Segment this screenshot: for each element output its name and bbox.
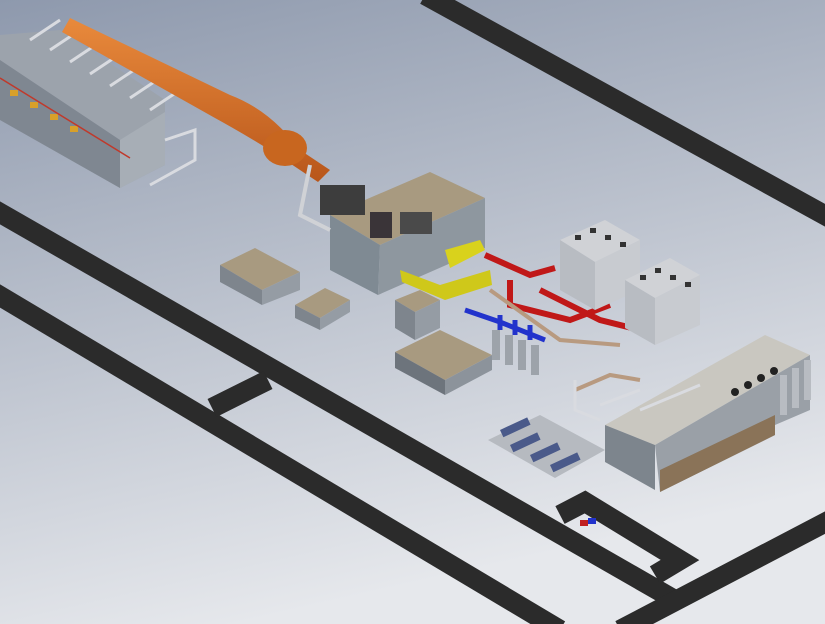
- duct-bulge: [263, 130, 307, 166]
- cooling-unit-2: [625, 258, 700, 345]
- road-connector: [207, 371, 273, 417]
- tan-pipes: [488, 288, 641, 392]
- tank-array: [488, 415, 605, 478]
- marker-blue: [588, 518, 596, 524]
- pipes-right: [573, 380, 701, 422]
- pipe-rack-left: [29, 18, 197, 187]
- marker-red: [580, 520, 588, 526]
- right-building: [605, 335, 810, 492]
- road-loop: [555, 490, 700, 584]
- small-building-2: [295, 288, 350, 330]
- blue-pipes: [464, 307, 546, 343]
- central-building: [297, 164, 485, 295]
- road-lower-right: [615, 511, 825, 624]
- road-upper: [420, 0, 825, 227]
- stacked-unit: [395, 290, 440, 340]
- yellow-duct-1: [445, 240, 485, 268]
- yellow-duct-2: [400, 270, 492, 300]
- road-middle: [0, 201, 680, 609]
- small-building-3: [395, 330, 492, 395]
- small-building-1: [220, 248, 300, 305]
- pump-units: [492, 330, 539, 375]
- turbine-hall-left: [0, 30, 165, 188]
- road-lower: [0, 284, 566, 624]
- stacks-right: [780, 360, 811, 415]
- exhaust-duct: [62, 18, 330, 182]
